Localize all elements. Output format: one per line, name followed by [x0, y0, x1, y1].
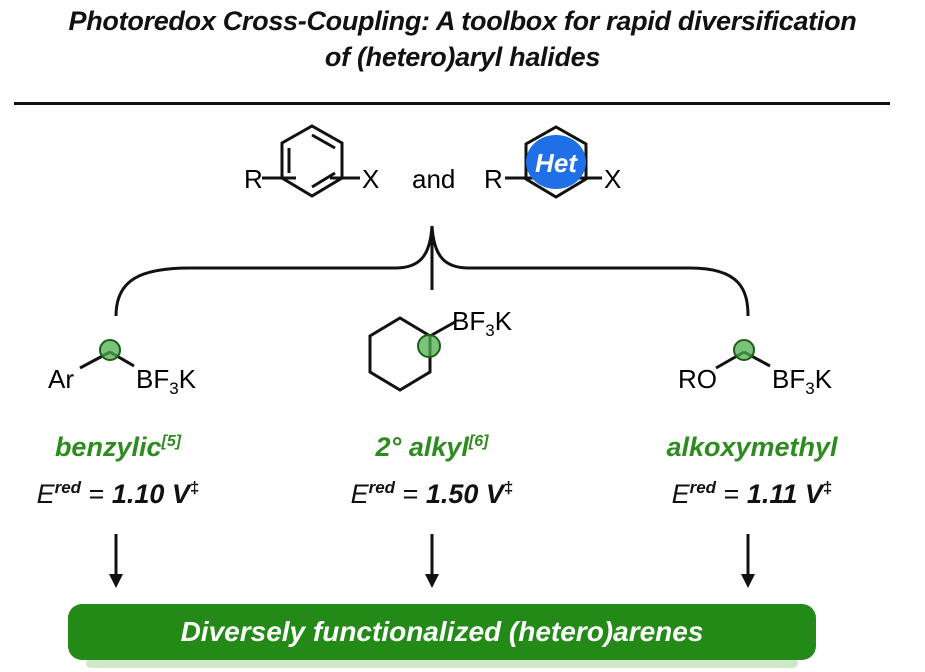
- product-banner: Diversely functionalized (hetero)arenes: [68, 604, 816, 660]
- benzene-ring: [280, 124, 344, 198]
- title-divider: [14, 102, 890, 105]
- title-line-1: Photoredox Cross-Coupling: A toolbox for…: [68, 6, 857, 36]
- alkyl-class-label: 2° alkyl[6]: [375, 432, 489, 462]
- benzylic-reagent-structure: [79, 339, 135, 370]
- aryl-r-label: R: [244, 164, 263, 194]
- alkoxymethyl-radical-site-circle: [733, 339, 755, 361]
- arrow-benzylic: [109, 534, 123, 588]
- cyclohexyl-bf3k-label: BF3K: [452, 306, 513, 340]
- alkoxymethyl-reagent-structure: [715, 339, 771, 370]
- het-label: Het: [535, 148, 578, 178]
- cyclohexyl-reagent-structure: [368, 316, 456, 392]
- benzylic-reduction-potential: Ered = 1.10 V‡: [36, 478, 200, 509]
- het-blue-circle: [526, 135, 586, 189]
- benzene-double-bond-2: [311, 133, 336, 150]
- and-label: and: [412, 164, 455, 194]
- alkoxymethyl-left-group: RO: [678, 364, 717, 394]
- heteroarene-ring: [524, 125, 588, 199]
- benzylic-left-group: Ar: [48, 364, 74, 394]
- alkoxymethyl-class-label: alkoxymethyl: [666, 432, 838, 462]
- arrow-alkoxymethyl: [741, 534, 755, 588]
- cyclohexyl-radical-site-circle: [417, 334, 441, 358]
- alkoxymethyl-bf3k-label: BF3K: [772, 364, 833, 398]
- heteroaryl-halide-structure: [505, 125, 602, 199]
- het-r-label: R: [484, 164, 503, 194]
- aryl-halide-structure: [262, 124, 360, 198]
- het-x-label: X: [604, 164, 621, 194]
- benzylic-radical-site-circle: [99, 339, 121, 361]
- aryl-x-label: X: [362, 164, 379, 194]
- product-banner-shadow: [86, 658, 798, 668]
- benzylic-class-label: benzylic[5]: [54, 432, 182, 462]
- alkoxymethyl-reduction-potential: Ered = 1.11 V‡: [671, 478, 833, 509]
- benzene-double-bond-3: [311, 171, 336, 189]
- title-line-2: of (hetero)aryl halides: [324, 42, 601, 72]
- alkyl-reduction-potential: Ered = 1.50 V‡: [350, 478, 514, 509]
- arrow-alkyl: [425, 534, 439, 588]
- cyclohexyl-boron-bond: [429, 320, 456, 338]
- benzylic-bf3k-label: BF3K: [136, 364, 197, 398]
